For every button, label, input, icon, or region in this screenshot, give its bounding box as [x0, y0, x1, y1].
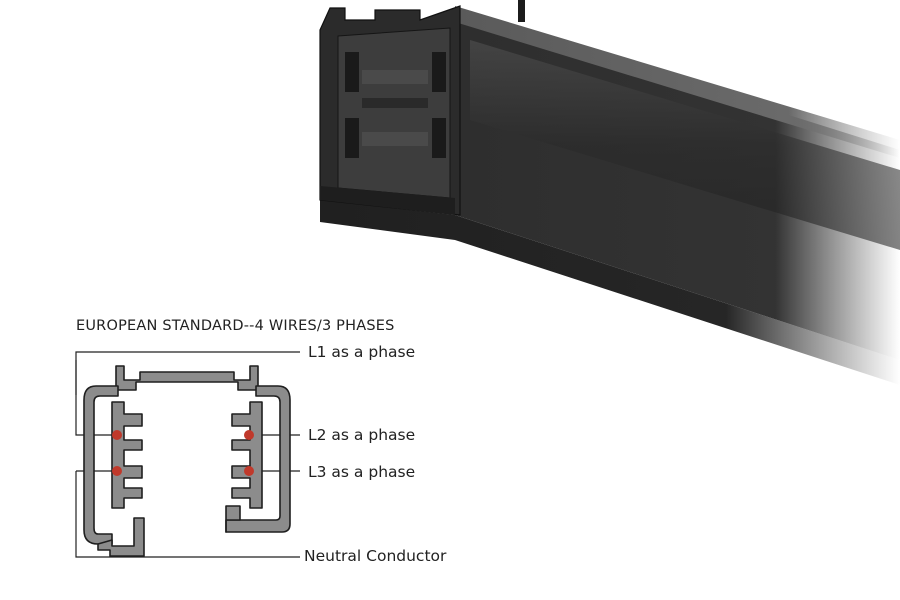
- track-profile-section: [83, 365, 291, 557]
- rail-top-edge: [455, 6, 900, 158]
- rail-front-profile: [319, 5, 461, 216]
- contact-dot-l3-left: [112, 466, 122, 476]
- label-l1: L1 as a phase: [308, 343, 416, 361]
- rail-bottom-edge: [320, 200, 900, 385]
- contact-dot-l2-right: [244, 430, 254, 440]
- leader-line-l2-left: [75, 360, 117, 436]
- label-l3: L3 as a phase: [308, 463, 416, 481]
- label-neutral: Neutral Conductor: [304, 547, 447, 565]
- contact-dot-l2-left: [112, 430, 122, 440]
- diagram-title: EUROPEAN STANDARD--4 WIRES/3 PHASES: [76, 318, 395, 334]
- suspension-rod: [518, 0, 525, 22]
- leader-line-neutral: [75, 471, 300, 558]
- label-l2: L2 as a phase: [308, 426, 416, 444]
- contact-dot-l3-right: [244, 466, 254, 476]
- contact-points: [112, 430, 254, 476]
